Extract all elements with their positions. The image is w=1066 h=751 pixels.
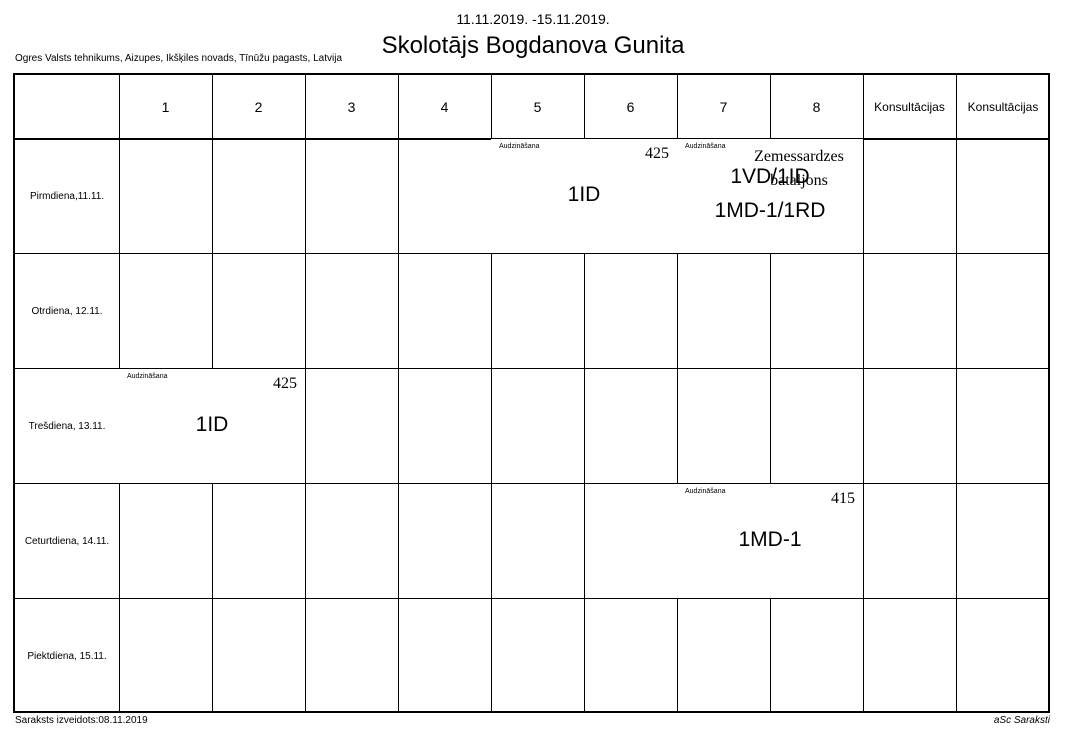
grid-line	[770, 75, 771, 711]
lesson-card[interactable]: Audzināšana 1VD/1ID 1MD-1/1RD Zemessardz…	[677, 139, 864, 254]
lesson-class: 1VD/1ID	[730, 165, 810, 188]
lesson-subject: Audzināšana	[685, 488, 726, 495]
column-header: 1	[161, 98, 170, 115]
day-label: Pirmdiena,11.11.	[29, 191, 105, 202]
day-label: Trešdiena, 13.11.	[28, 421, 106, 432]
date-range: 11.11.2019. -15.11.2019.	[456, 11, 610, 27]
lesson-class-secondary: 1MD-1/1RD	[714, 199, 826, 222]
grid-line	[15, 368, 1048, 369]
school-name: Ogres Valsts tehnikums, Aizupes, Ikšķile…	[15, 53, 343, 64]
column-header: 3	[347, 98, 356, 115]
lesson-subject: Audzināšana	[127, 373, 168, 380]
lesson-class: 1ID	[195, 413, 229, 436]
grid-line	[863, 75, 864, 711]
lesson-room: 415	[831, 490, 855, 507]
column-header: Konsultācijas	[967, 99, 1039, 114]
column-header: 6	[626, 98, 635, 115]
day-label: Piektdiena, 15.11.	[27, 650, 107, 662]
lesson-subject: Audzināšana	[499, 143, 540, 150]
lesson-class: 1ID	[567, 183, 601, 206]
lesson-class: 1MD-1	[738, 528, 802, 551]
lesson-room: 425	[645, 145, 669, 162]
grid-line	[584, 75, 585, 711]
grid-line	[956, 75, 957, 711]
grid-line	[677, 75, 678, 711]
grid-line	[491, 75, 492, 711]
footer-brand: aSc Saraksti	[993, 715, 1050, 726]
timetable-grid: 1 2 3 4 5 6 7 8 Konsultācijas Konsultāci…	[13, 73, 1050, 713]
grid-line	[15, 483, 1048, 484]
day-label: Otrdiena, 12.11.	[31, 306, 103, 317]
lesson-card[interactable]: Audzināšana 415 1MD-1	[677, 484, 864, 599]
footer-created: Saraksts izveidots:08.11.2019	[15, 715, 148, 726]
lesson-card[interactable]: Audzināšana 425 1ID	[119, 369, 306, 484]
lesson-subject: Audzināšana	[685, 143, 726, 150]
day-label: Ceturtdiena, 14.11.	[24, 536, 110, 547]
grid-line	[398, 75, 399, 711]
column-header: Konsultācijas	[874, 99, 945, 114]
column-header: 5	[533, 98, 542, 115]
column-header: 4	[440, 98, 449, 115]
lesson-room: Zemessardzes bataljons	[754, 148, 844, 189]
column-header: 8	[812, 98, 821, 115]
column-header: 2	[254, 98, 263, 115]
grid-line	[15, 598, 1048, 599]
lesson-card[interactable]: Audzināšana 425 1ID	[491, 139, 678, 254]
lesson-room: 425	[273, 375, 297, 392]
page-title: Skolotājs Bogdanova Gunita	[381, 32, 685, 59]
column-header: 7	[719, 98, 728, 115]
